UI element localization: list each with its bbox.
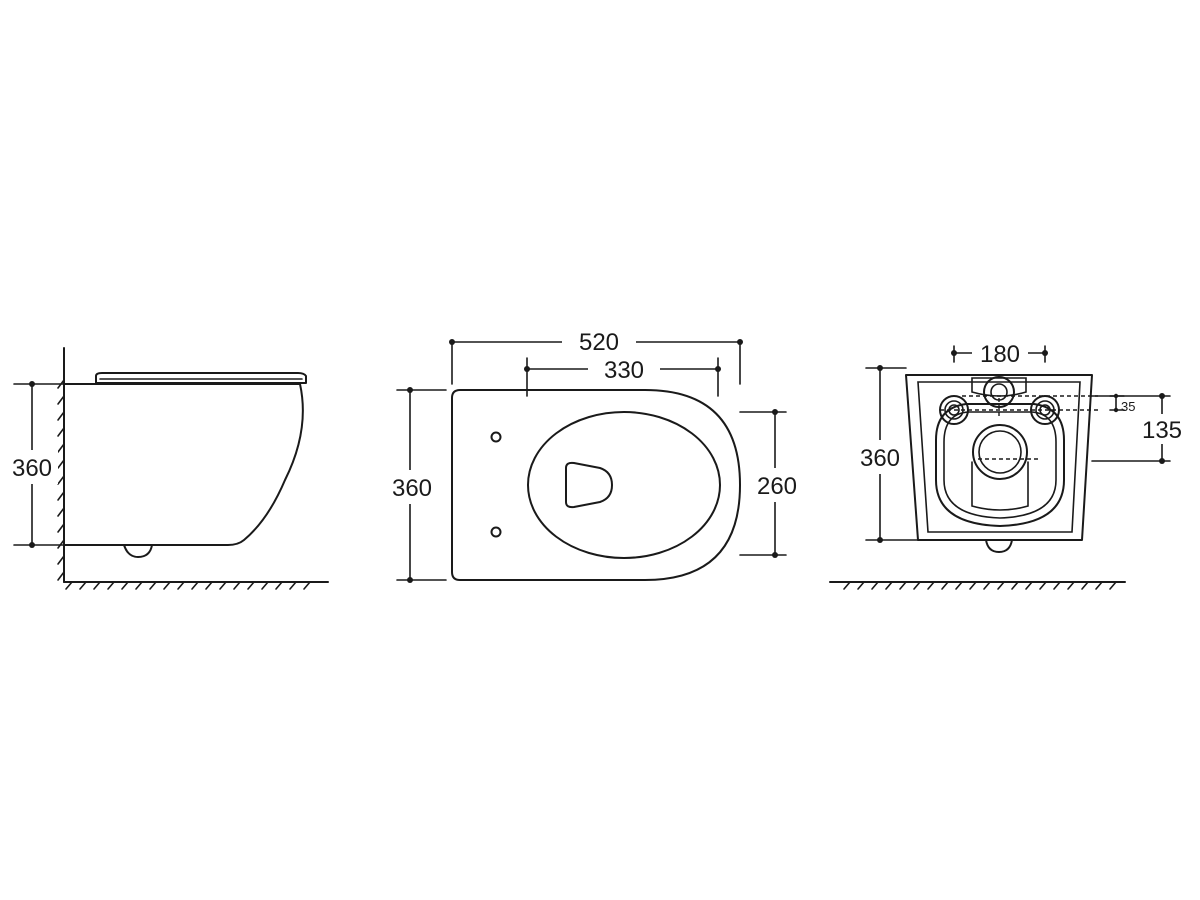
rear-bowl-cavity xyxy=(935,403,1065,527)
side-height-label: 360 xyxy=(12,455,52,482)
rear-fixing-label: 180 xyxy=(980,341,1020,368)
rear-height-label: 360 xyxy=(860,445,900,472)
side-bowl-body xyxy=(63,383,304,546)
top-length-label: 520 xyxy=(579,329,619,356)
rear-outlet-inner xyxy=(978,430,1022,474)
side-seat-lid xyxy=(95,372,307,384)
side-outlet xyxy=(123,544,153,558)
top-bowl-length-label: 330 xyxy=(604,357,644,384)
side-floor-hatching xyxy=(65,581,311,590)
top-view: 520 330 360 260 xyxy=(384,324,804,583)
top-fixing-hole-lower xyxy=(490,526,502,538)
top-drain xyxy=(565,461,613,509)
rear-floor-hatching xyxy=(843,581,1117,590)
top-inner-bowl xyxy=(527,411,721,559)
top-fixing-hole-upper xyxy=(490,431,502,443)
rear-top-recess xyxy=(971,377,1027,397)
rear-view: 180 360 35 135 xyxy=(829,338,1190,590)
side-view: 360 xyxy=(8,347,329,590)
rear-bottom-outlet xyxy=(985,539,1013,553)
rear-channel xyxy=(971,461,1029,511)
rear-outer-outline xyxy=(905,374,1093,541)
side-wall-hatching xyxy=(57,379,65,581)
top-bowl-width-label: 260 xyxy=(757,473,797,500)
rear-outlet-outer xyxy=(972,424,1028,480)
rear-inlet-inner xyxy=(990,383,1008,401)
side-height-label-bg xyxy=(8,450,58,484)
rear-outlet-height-label: 135 xyxy=(1142,417,1182,444)
rear-offset-label: 35 xyxy=(1121,399,1135,414)
top-width-label: 360 xyxy=(392,475,432,502)
top-outer-outline xyxy=(451,389,741,581)
